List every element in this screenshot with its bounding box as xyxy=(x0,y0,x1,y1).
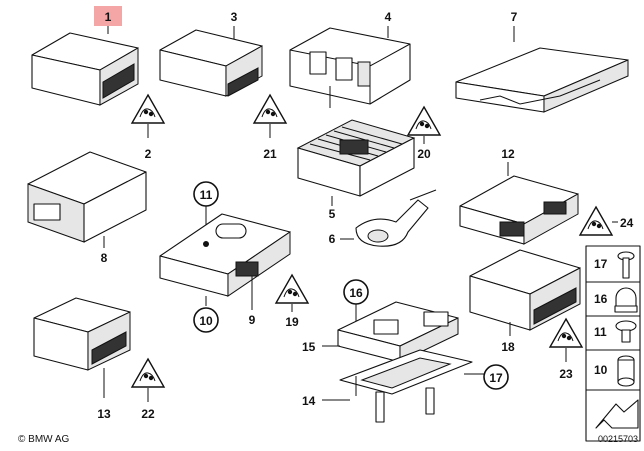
callout-17: 17 xyxy=(489,371,503,385)
callout-24: 24 xyxy=(620,216,634,230)
warning-symbol-20: 20 xyxy=(407,106,441,161)
callout-11: 11 xyxy=(200,188,213,202)
callout-19: 19 xyxy=(285,315,299,329)
callout-2: 2 xyxy=(145,147,152,161)
panel-label-17: 17 xyxy=(594,257,608,271)
part-9-module[interactable]: 11 10 9 xyxy=(159,181,291,333)
part-5[interactable]: 5 xyxy=(296,119,416,221)
sleeve-icon xyxy=(617,355,635,387)
cap-nut-icon xyxy=(614,287,638,313)
part-3[interactable]: 3 xyxy=(159,10,263,97)
part-7[interactable]: 7 xyxy=(455,10,629,113)
part-18[interactable]: 18 xyxy=(469,249,581,354)
rivet-icon xyxy=(615,320,637,343)
warning-symbol-22: 22 xyxy=(131,358,165,421)
part-4[interactable]: 4 xyxy=(289,10,411,108)
callout-1: 1 xyxy=(105,10,112,24)
part-12[interactable]: 12 xyxy=(459,147,579,245)
screw-icon xyxy=(617,251,635,279)
callout-7: 7 xyxy=(511,10,518,24)
callout-20: 20 xyxy=(417,147,431,161)
part-14-bracket[interactable]: 14 17 xyxy=(302,349,509,423)
warning-symbol-2: 2 xyxy=(131,94,165,161)
callout-15: 15 xyxy=(302,340,316,354)
callout-9: 9 xyxy=(249,313,256,327)
panel-label-11: 11 xyxy=(594,325,607,339)
copyright-brand: © BMW AG xyxy=(18,434,70,445)
panel-label-16: 16 xyxy=(594,292,608,306)
callout-5: 5 xyxy=(329,207,336,221)
part-8[interactable]: 8 xyxy=(27,151,147,265)
callout-16: 16 xyxy=(349,286,363,300)
callout-4: 4 xyxy=(385,10,392,24)
part-15-module[interactable]: 16 15 xyxy=(302,279,459,363)
callout-23: 23 xyxy=(559,367,573,381)
arrow-icon xyxy=(595,399,639,429)
warning-symbol-21: 21 xyxy=(253,94,287,161)
warning-symbol-23: 23 xyxy=(549,318,583,381)
warning-symbol-19: 19 xyxy=(275,274,309,329)
callout-18: 18 xyxy=(501,340,515,354)
highlight-box xyxy=(94,6,122,26)
part-6[interactable]: 6 xyxy=(329,189,437,247)
diagram-code: 00215703 xyxy=(597,434,638,444)
callout-3: 3 xyxy=(231,10,238,24)
panel-label-10: 10 xyxy=(594,363,608,377)
callout-8: 8 xyxy=(101,251,108,265)
callout-12: 12 xyxy=(501,147,515,161)
warning-symbol-24: 24 xyxy=(579,206,634,236)
callout-10: 10 xyxy=(199,314,213,328)
callout-22: 22 xyxy=(141,407,155,421)
fastener-panel: 17 16 11 10 xyxy=(585,245,641,442)
part-1[interactable]: 1 xyxy=(31,6,139,106)
part-13[interactable]: 13 xyxy=(33,297,131,421)
callout-14: 14 xyxy=(302,394,316,408)
callout-6: 6 xyxy=(329,232,336,246)
callout-21: 21 xyxy=(263,147,277,161)
callout-13: 13 xyxy=(97,407,111,421)
